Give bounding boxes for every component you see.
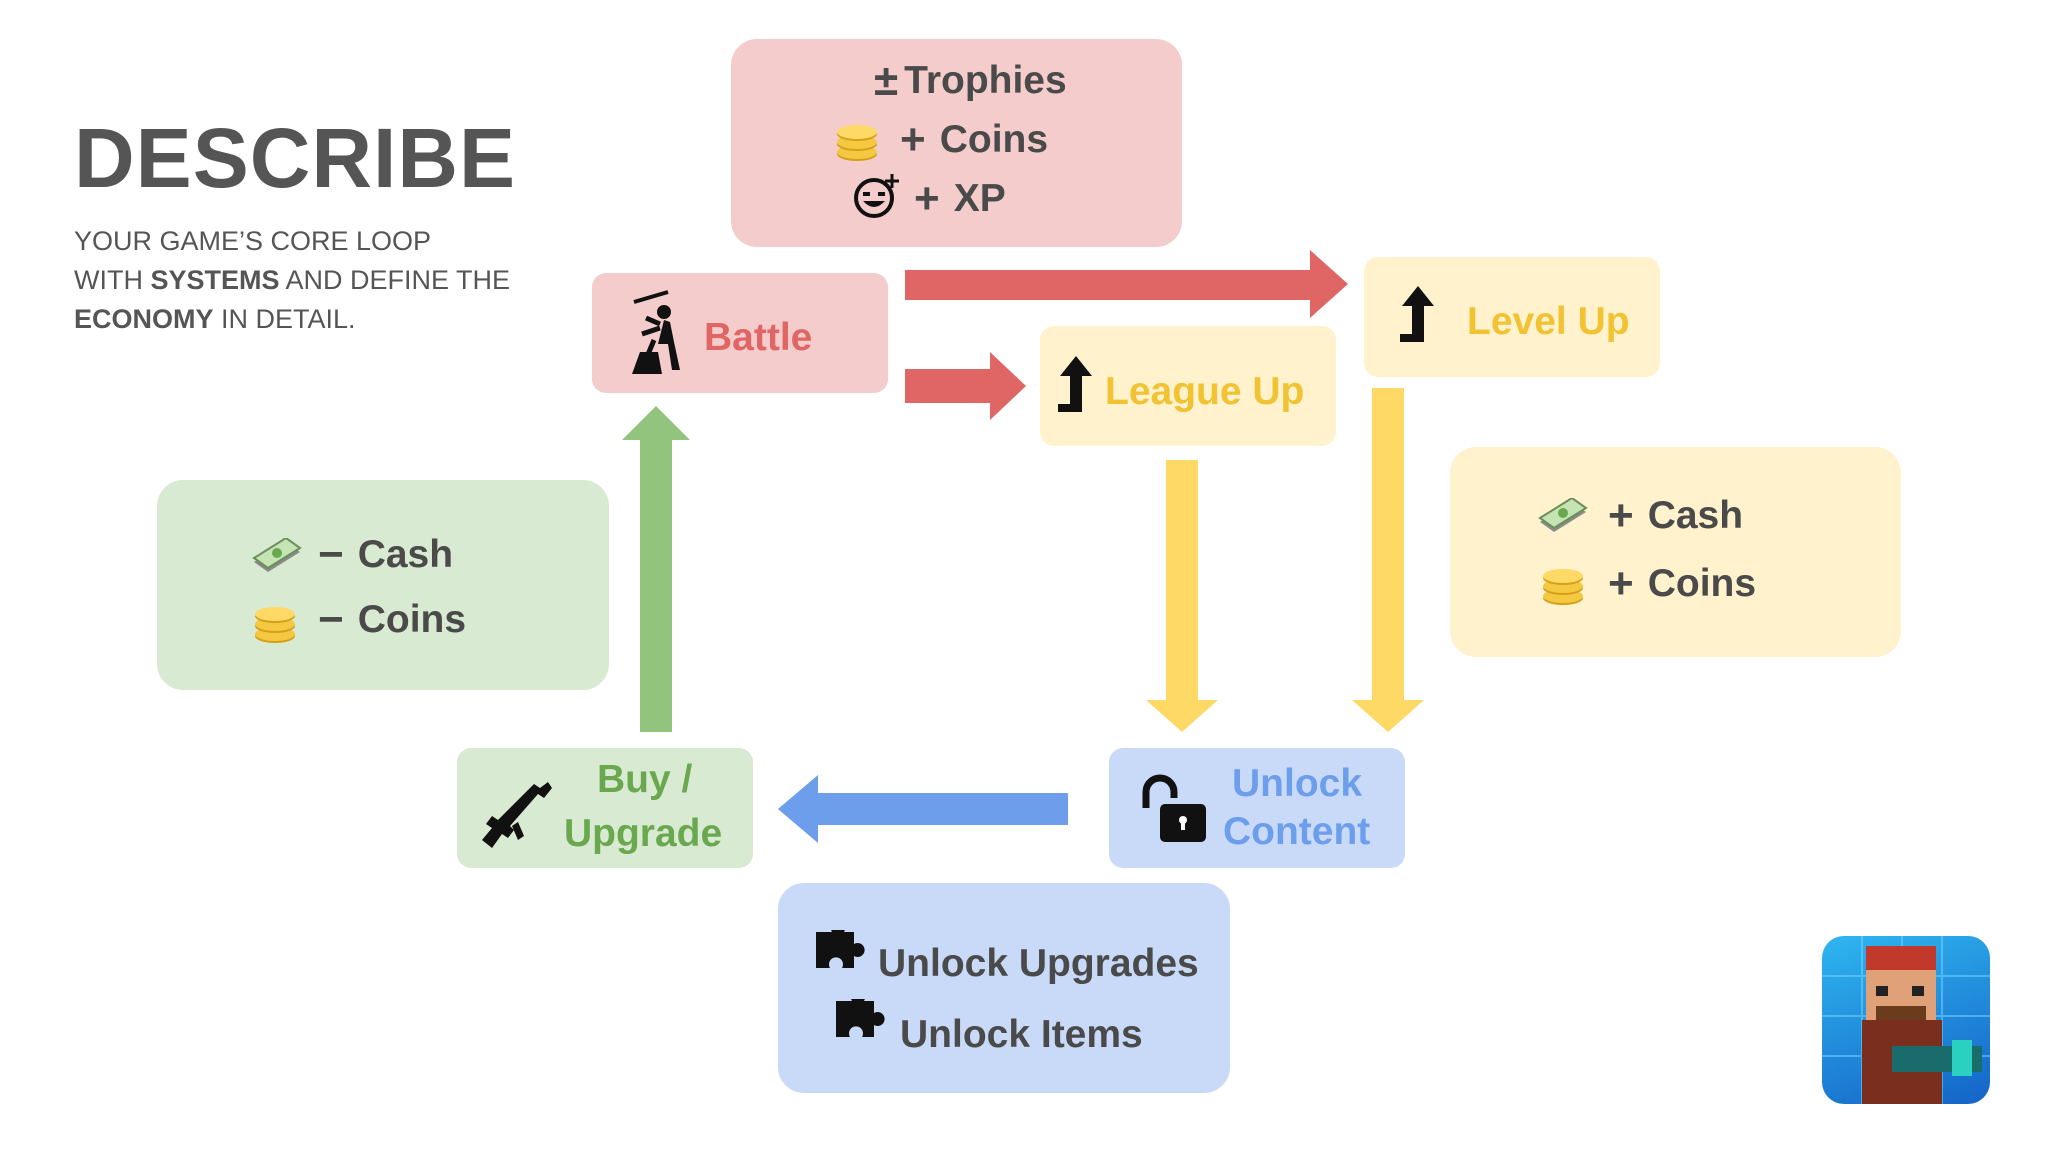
trophies-label: Trophies xyxy=(904,59,1067,102)
arrow-battle-to-leagueup xyxy=(905,352,1026,420)
level-cash-sign: + xyxy=(1608,491,1634,540)
coins-icon xyxy=(834,118,880,162)
subtitle-line-3: ECONOMY IN DETAIL. xyxy=(74,304,356,334)
level-up-arrow-icon xyxy=(1396,284,1440,346)
level-up-label: Level Up xyxy=(1467,300,1630,343)
arrow-leagueup-to-unlock xyxy=(1146,460,1218,732)
unlock-padlock-icon xyxy=(1140,772,1212,844)
league-up-label: League Up xyxy=(1105,370,1305,413)
buy-costs-box xyxy=(157,480,609,690)
buy-cash-row: − Cash xyxy=(318,530,453,580)
unlocks-box xyxy=(778,883,1230,1093)
buy-upgrade-node xyxy=(457,748,753,868)
battle-coins-row: + Coins xyxy=(900,115,1048,165)
unlock-content-node xyxy=(1109,748,1405,868)
page-title: DESCRIBE xyxy=(74,111,517,205)
battle-soldier-icon xyxy=(624,288,686,374)
cash-icon xyxy=(1536,498,1588,536)
arrow-levelup-to-unlock xyxy=(1352,388,1424,732)
coins-icon xyxy=(252,600,298,644)
level-cash-row: + Cash xyxy=(1608,491,1743,541)
arrow-unlock-to-buy xyxy=(778,775,1068,843)
xp-row: + XP xyxy=(914,174,1006,224)
arrow-battle-to-levelup xyxy=(905,250,1348,318)
league-up-node xyxy=(1040,326,1336,446)
level-coins-sign: + xyxy=(1608,559,1634,608)
level-coins-row: + Coins xyxy=(1608,559,1756,609)
unlock-content-label-line1: Unlock xyxy=(1232,762,1363,805)
xp-face-icon xyxy=(852,172,902,220)
xp-label: XP xyxy=(953,177,1006,220)
page-subtitle: YOUR GAME’S CORE LOOP WITH SYSTEMS AND D… xyxy=(74,222,510,339)
level-cash-label: Cash xyxy=(1647,494,1744,537)
puzzle-piece-icon xyxy=(814,930,868,982)
battle-rewards-box xyxy=(731,39,1182,247)
unlock-upgrades-row: Unlock Upgrades xyxy=(878,942,1199,986)
puzzle-piece-icon xyxy=(834,999,888,1051)
arrow-buy-to-battle xyxy=(622,406,690,732)
rifle-icon xyxy=(478,770,558,850)
battle-coins-sign: + xyxy=(900,115,926,164)
buy-cash-sign: − xyxy=(318,530,344,579)
buy-upgrade-label-line1: Buy / xyxy=(597,758,693,801)
unlock-items-row: Unlock Items xyxy=(900,1013,1143,1057)
cash-icon xyxy=(250,538,302,576)
trophies-sign: ± xyxy=(874,56,899,105)
battle-label: Battle xyxy=(704,316,813,359)
unlock-upgrades-label: Unlock Upgrades xyxy=(878,942,1199,985)
buy-cash-label: Cash xyxy=(357,533,454,576)
xp-sign: + xyxy=(914,174,940,223)
subtitle-line-2: WITH SYSTEMS AND DEFINE THE xyxy=(74,265,511,295)
trophies-row: ± Trophies xyxy=(874,56,1067,106)
coins-icon xyxy=(1540,562,1586,606)
unlock-items-label: Unlock Items xyxy=(900,1013,1143,1056)
buy-upgrade-label-line2: Upgrade xyxy=(564,812,723,855)
buy-coins-sign: − xyxy=(318,595,344,644)
game-app-icon xyxy=(1822,936,1990,1104)
level-coins-label: Coins xyxy=(1647,562,1757,605)
level-rewards-box xyxy=(1450,447,1901,657)
league-up-arrow-icon xyxy=(1054,354,1098,416)
buy-coins-row: − Coins xyxy=(318,595,466,645)
buy-coins-label: Coins xyxy=(357,598,467,641)
unlock-content-label-line2: Content xyxy=(1223,810,1371,853)
subtitle-line-1: YOUR GAME’S CORE LOOP xyxy=(74,226,432,256)
battle-coins-label: Coins xyxy=(939,118,1049,161)
